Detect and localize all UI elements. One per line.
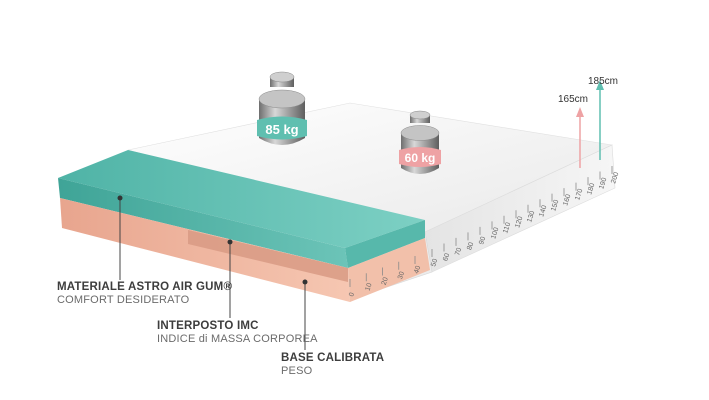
ruler-side-tick-label: 70	[454, 247, 463, 257]
ruler-side-tick-label: 120	[514, 216, 524, 229]
ruler-front-tick-label: 0	[348, 292, 356, 298]
astro-air-gum-layer-top	[58, 150, 425, 248]
weight-60kg-label: 60 kg	[405, 151, 436, 165]
layer-label-imc: INTERPOSTO IMC INDICE di MASSA CORPOREA	[157, 320, 318, 346]
ruler-side-tick-label: 160	[562, 193, 572, 206]
ruler-side-tick-label: 100	[490, 227, 500, 240]
weight-60kg: 60 kg	[399, 110, 441, 174]
ruler-side-tick-label: 130	[526, 210, 536, 223]
layer-subtitle-astro: COMFORT DESIDERATO	[57, 294, 190, 307]
ruler-front-tick-label: 10	[364, 282, 373, 292]
ruler-side-tick-label: 90	[478, 236, 487, 246]
ruler-side-tick-label: 200	[610, 171, 620, 184]
ruler-front: 0 10 20 30 40	[348, 256, 422, 298]
height-arrow-185	[596, 80, 604, 90]
layer-title-astro: MATERIALE ASTRO AIR GUM®	[57, 281, 233, 293]
ruler-side-tick-label: 110	[502, 222, 512, 235]
height-arrow-165	[576, 107, 584, 117]
ruler-side-tick-label: 190	[598, 177, 608, 190]
ruler-side-tick-label: 80	[466, 241, 475, 251]
height-label-165: 165cm	[558, 94, 589, 105]
ruler-side-tick-label: 150	[550, 199, 560, 212]
ruler-side-tick-label: 180	[586, 182, 596, 195]
astro-air-gum-layer-side	[345, 220, 425, 268]
weight-85kg-label: 85 kg	[265, 122, 298, 137]
ruler-front-tick-label: 20	[381, 276, 390, 286]
layer-subtitle-imc: INDICE di MASSA CORPOREA	[157, 333, 318, 346]
ruler-side-tick-label: 140	[538, 204, 548, 217]
ruler-front-tick-label: 30	[397, 271, 406, 281]
layer-title-imc: INTERPOSTO IMC	[157, 320, 259, 332]
ruler-side-tick-label: 170	[574, 188, 584, 201]
ruler-side-tick-label: 50	[430, 258, 439, 268]
base-calibrata-side	[348, 238, 430, 302]
weight-85kg: 85 kg	[257, 71, 307, 145]
base-calibrata-front	[60, 198, 350, 302]
layer-label-astro: MATERIALE ASTRO AIR GUM® COMFORT DESIDER…	[57, 281, 232, 307]
layer-label-base: BASE CALIBRATA PESO	[281, 352, 384, 378]
layer-title-base: BASE CALIBRATA	[281, 352, 385, 364]
layer-subtitle-base: PESO	[281, 365, 313, 378]
astro-air-gum-layer-front	[58, 178, 348, 268]
height-label-185: 185cm	[588, 76, 619, 87]
ruler-front-tick-label: 40	[413, 265, 422, 275]
ruler-side-tick-label: 60	[442, 252, 451, 262]
